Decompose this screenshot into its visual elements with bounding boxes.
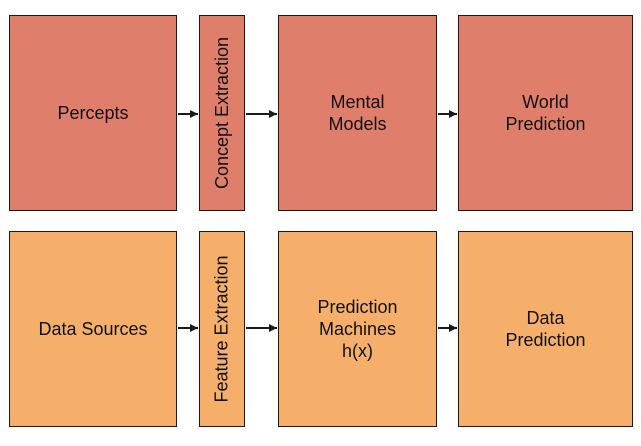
label-line: Machines bbox=[318, 319, 397, 339]
label-line: Models bbox=[328, 114, 387, 134]
box-label: World Prediction bbox=[499, 91, 591, 135]
box-label: Percepts bbox=[51, 102, 134, 124]
box-mental-models: Mental Models bbox=[278, 15, 437, 211]
label-line: Prediction bbox=[317, 297, 398, 317]
box-feature-extraction: Feature Extraction bbox=[199, 231, 245, 427]
label-line: Data bbox=[526, 308, 565, 328]
box-label: Data Prediction bbox=[499, 307, 591, 351]
label-line: Percepts bbox=[57, 103, 129, 123]
box-data-prediction: Data Prediction bbox=[458, 231, 633, 427]
label-line: Prediction bbox=[505, 330, 586, 350]
box-label: Prediction Machines h(x) bbox=[311, 296, 403, 362]
box-concept-extraction: Concept Extraction bbox=[199, 15, 245, 211]
box-world-prediction: World Prediction bbox=[458, 15, 633, 211]
box-label: Data Sources bbox=[32, 318, 153, 340]
box-prediction-machines: Prediction Machines h(x) bbox=[278, 231, 437, 427]
label-line: Mental bbox=[330, 92, 385, 112]
label-line: Prediction bbox=[505, 114, 586, 134]
label-line: h(x) bbox=[341, 341, 373, 361]
box-percepts: Percepts bbox=[9, 15, 177, 211]
label-line: Data Sources bbox=[38, 319, 148, 339]
box-data-sources: Data Sources bbox=[9, 231, 177, 427]
label-line: World bbox=[522, 92, 569, 112]
box-label: Mental Models bbox=[322, 91, 392, 135]
